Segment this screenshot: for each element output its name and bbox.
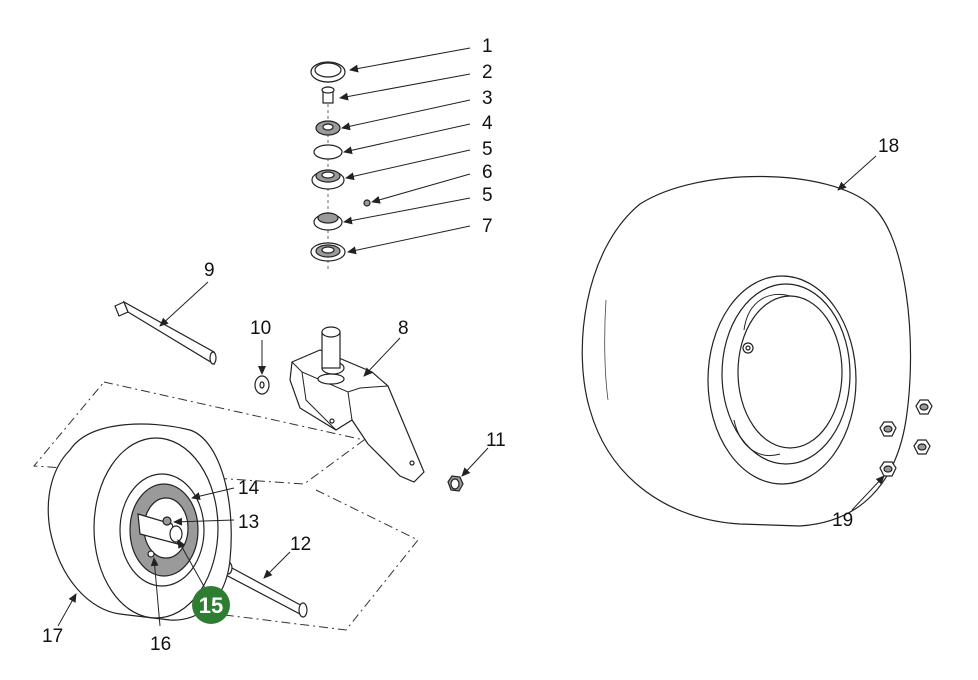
- part-8-caster-fork: [289, 326, 425, 483]
- callout-7: 7: [482, 216, 493, 237]
- callout-5-lower: 5: [482, 185, 493, 206]
- callout-labels: 1 2 3 4 5 6 5 7 8 9 10 11 12 13 14 16 17…: [42, 36, 899, 655]
- callout-3: 3: [482, 88, 493, 109]
- leader-lines: [57, 47, 885, 627]
- lug-nut: [879, 461, 897, 477]
- callout-6: 6: [482, 162, 493, 183]
- highlight-badge[interactable]: [192, 586, 230, 624]
- caster-wheel-assembly: [47, 423, 232, 621]
- part-10-washer: [254, 375, 270, 395]
- lug-nut: [879, 421, 897, 437]
- part-11-lock-nut: [447, 475, 464, 492]
- callout-10: 10: [250, 318, 271, 339]
- part-6-small-fitting: [363, 199, 371, 207]
- callout-4: 4: [482, 113, 493, 134]
- callout-9: 9: [204, 260, 215, 281]
- part-3-washer: [315, 120, 341, 136]
- callout-15-highlight[interactable]: 15: [192, 586, 230, 624]
- part-7-seal: [310, 242, 346, 262]
- callout-2: 2: [482, 62, 493, 83]
- callout-16: 16: [150, 634, 171, 655]
- callout-8: 8: [398, 318, 409, 339]
- part-4-retaining-ring: [313, 144, 343, 160]
- callout-5-upper: 5: [482, 139, 493, 160]
- callout-15: 15: [199, 593, 223, 618]
- callout-1: 1: [482, 36, 493, 57]
- part-19-lug-nuts: [879, 399, 933, 477]
- callout-17: 17: [42, 626, 63, 647]
- callout-12: 12: [290, 534, 311, 555]
- part-1-dust-cap: [310, 61, 346, 83]
- part-2-grease-fitting: [321, 86, 335, 104]
- callout-18: 18: [878, 136, 899, 157]
- hub-stack-assembly: [310, 61, 371, 270]
- part-12-axle-spacer: [223, 561, 308, 618]
- part-5-bearing-upper: [311, 169, 345, 190]
- callout-19: 19: [832, 510, 853, 531]
- lug-nut: [915, 399, 933, 415]
- callout-13: 13: [238, 512, 259, 533]
- lug-nut: [913, 439, 931, 455]
- callout-14: 14: [238, 478, 260, 499]
- part-9-bolt: [114, 300, 217, 366]
- part-18-tire-assembly: [581, 175, 912, 527]
- callout-11: 11: [486, 430, 506, 451]
- part-5-bearing-lower: [313, 212, 343, 231]
